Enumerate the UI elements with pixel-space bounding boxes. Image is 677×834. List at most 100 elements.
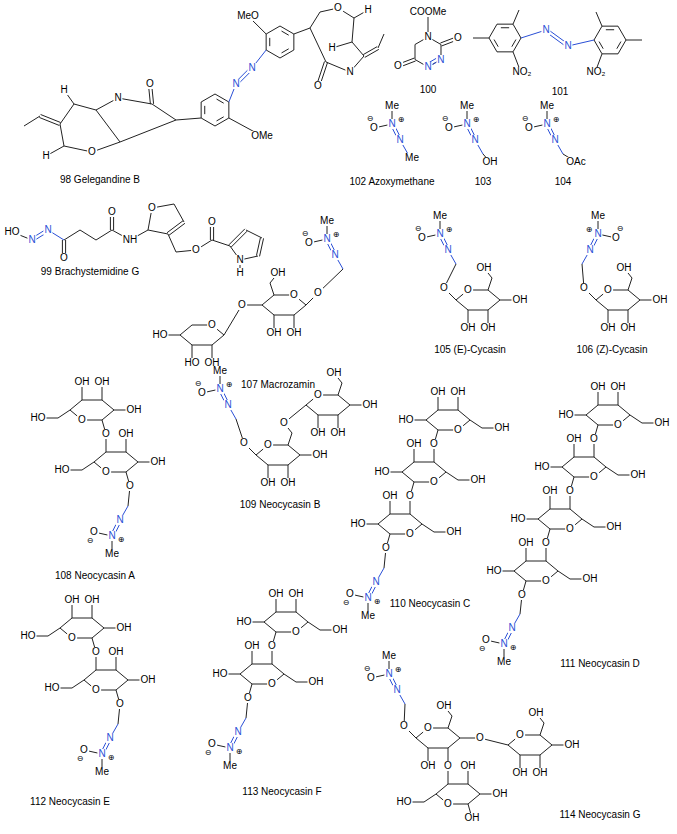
atom-label: OH — [74, 377, 91, 387]
atom-label: OH — [332, 625, 349, 635]
atom-label: OH — [118, 429, 135, 439]
bond-line — [617, 42, 621, 49]
atom-label: N — [225, 743, 234, 753]
atom-label: OAc — [565, 157, 586, 167]
bond-line — [596, 12, 602, 26]
bond-line — [64, 230, 112, 240]
atom-label: O — [59, 253, 69, 263]
atom-label: N — [247, 63, 256, 73]
atom-label: O — [304, 238, 314, 248]
bond-line — [378, 34, 384, 48]
atom-label: N — [113, 93, 122, 103]
atom-label: HO — [20, 631, 37, 641]
atom-label: O — [443, 761, 453, 771]
atom-label: N — [470, 135, 479, 145]
atom-label: N — [423, 62, 432, 72]
charge-sign: ⊖ — [521, 115, 530, 123]
compound-label: 113 Neocycasin F — [241, 787, 322, 797]
atom-label: H — [235, 268, 244, 278]
atom-label: O — [345, 589, 355, 599]
atom-label: O — [243, 693, 253, 703]
charge-sign: ⊕ — [445, 226, 454, 234]
atom-label: OH — [460, 323, 477, 333]
compound-label: 103 — [474, 177, 493, 187]
atom-label: O — [393, 61, 403, 71]
atom-label: O — [263, 440, 273, 450]
atom-label: OH — [260, 478, 277, 488]
bond-line — [266, 26, 294, 58]
atom-label: O — [381, 543, 391, 553]
atom-label: O — [79, 745, 89, 755]
atom-label: OH — [310, 428, 327, 438]
bond-line — [246, 230, 262, 238]
atom-label: Me — [539, 101, 555, 111]
atom-label: O — [207, 739, 217, 749]
atom-label: N — [395, 135, 404, 145]
atom-label: O — [267, 679, 277, 689]
charge-sign: ⊖ — [478, 645, 487, 653]
charge-sign: ⊖ — [342, 599, 351, 607]
atom-label: OH — [436, 701, 453, 711]
atom-label: O — [87, 147, 97, 157]
atom-label: OH — [600, 323, 617, 333]
charge-sign: ⊕ — [117, 536, 126, 544]
atom-label: H — [363, 5, 372, 15]
atom-label: O — [463, 285, 473, 295]
atom-label: O — [197, 388, 207, 398]
atom-label: OH — [270, 268, 287, 278]
atom-label: O — [453, 33, 463, 43]
atom-label: N — [233, 727, 242, 737]
atom-label: HO — [396, 797, 413, 807]
atom-label: N — [97, 749, 106, 759]
compound-label: 98 Gelegandine B — [59, 175, 141, 185]
atom-label: Me — [222, 761, 238, 771]
atom-label: N — [542, 119, 551, 129]
atom-label: OH — [518, 538, 535, 548]
atom-label: OH — [460, 761, 477, 771]
bond-line — [473, 38, 489, 39]
atom-label: OH — [406, 439, 423, 449]
atom-label: OH — [476, 263, 493, 273]
atom-label: N — [215, 384, 224, 394]
atom-label: O — [207, 320, 217, 330]
charge-sign: ⊕ — [107, 754, 116, 762]
atom-label: O — [369, 123, 379, 133]
atom-label: O — [444, 123, 454, 133]
atom-label: HO — [374, 467, 391, 477]
bond-line — [599, 42, 603, 49]
atom-label: HO — [30, 413, 47, 423]
atom-label: N — [585, 245, 594, 255]
atom-label: OH — [528, 708, 545, 718]
bond-line — [269, 38, 270, 46]
atom-label: COOMe — [409, 7, 448, 17]
charge-sign: ⊖ — [194, 380, 203, 388]
atom-label: O — [207, 217, 217, 227]
bond-line — [41, 115, 61, 123]
bond-line — [217, 99, 224, 103]
atom-label: N — [593, 229, 602, 239]
compound-label: 104 — [554, 177, 573, 187]
atom-label: OH — [492, 789, 509, 799]
atom-label: Me — [319, 216, 335, 226]
atom-label: Me — [404, 153, 420, 163]
compound-label: 111 Neocycasin D — [559, 659, 641, 669]
atom-label: OH — [244, 641, 261, 651]
atom-label: O — [101, 467, 111, 477]
bond-line — [363, 47, 377, 55]
charge-sign: ⊕ — [397, 116, 406, 124]
atom-label: OH — [382, 491, 399, 501]
atom-label: O — [239, 438, 249, 448]
atom-label: O — [579, 283, 589, 293]
atom-label: OH — [126, 405, 143, 415]
compound-label: 109 Neocycasin B — [239, 500, 322, 510]
atom-label: OH — [94, 377, 111, 387]
atom-label: N — [363, 593, 372, 603]
atom-label: N — [330, 250, 339, 260]
bond-line — [513, 10, 519, 24]
bond-line — [282, 31, 289, 35]
atom-label: MeO — [236, 11, 260, 21]
atom-label: O — [313, 81, 323, 91]
atom-label: OH — [512, 768, 529, 778]
charge-sign: ⊕ — [472, 116, 481, 124]
